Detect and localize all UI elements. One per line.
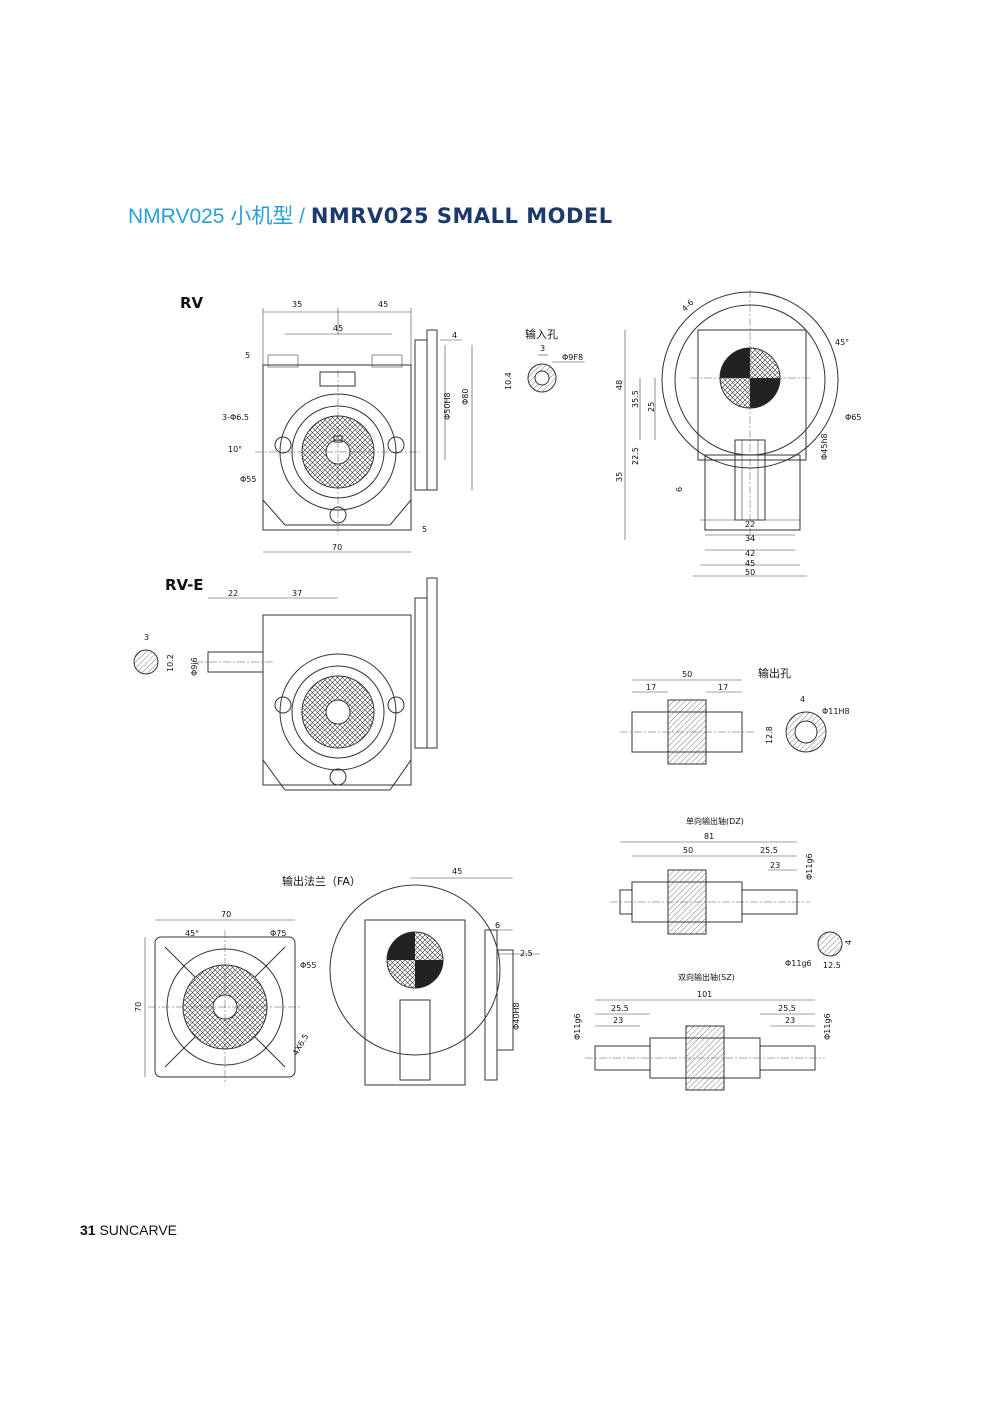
dim-oh-12-8: 12.8 xyxy=(765,726,774,744)
dim-rve-22: 22 xyxy=(228,589,238,598)
dim-oh-d11: Φ11H8 xyxy=(822,707,850,716)
dim-fa-d40: Φ40H8 xyxy=(512,1002,521,1030)
dim-dz-23: 23 xyxy=(770,861,780,870)
dim-oh-17a: 17 xyxy=(646,683,656,692)
dim-dz-d11b: Φ11g6 xyxy=(785,959,812,968)
dim-fa-4x6: 4X6.5 xyxy=(291,1032,310,1057)
dim-side-34: 34 xyxy=(745,534,755,543)
rv-label: RV xyxy=(180,294,204,312)
dim-rv-holes: 3-Φ6.5 xyxy=(222,413,249,422)
dim-side-22: 22 xyxy=(745,520,755,529)
sz-shaft-view: 双向输出轴(SZ) 101 25.5 23 25.5 23 Φ11g6 Φ11g… xyxy=(573,972,832,1091)
fa-flange-view: 输出法兰（FA） 70 45° Φ75 Φ55 70 4X6.5 45 6 2.… xyxy=(134,867,540,1086)
rve-label: RV-E xyxy=(165,576,204,594)
title-en: NMRV025 SMALL MODEL xyxy=(310,204,613,228)
dim-sz-23a: 23 xyxy=(613,1016,623,1025)
dim-rv-d55: Φ55 xyxy=(240,475,256,484)
dim-rv-5b: 5 xyxy=(422,525,427,534)
dim-side-45deg: 45° xyxy=(835,338,849,347)
side-view: 4-6 45° 48 35.5 25 22.5 35 6 Φ65 Φ45h8 2… xyxy=(615,290,861,577)
dim-fa-45: 45 xyxy=(452,867,462,876)
dim-side-d45: Φ45h8 xyxy=(820,433,829,460)
dz-label: 单向输出轴(DZ) xyxy=(686,816,744,826)
dim-fa-6: 6 xyxy=(495,921,500,930)
dim-oh-50: 50 xyxy=(682,670,692,679)
dim-rve-10-2: 10.2 xyxy=(166,654,175,672)
dim-side-42: 42 xyxy=(745,549,755,558)
dim-side-4-6: 4-6 xyxy=(680,298,696,314)
dim-rv-35: 35 xyxy=(292,300,302,309)
dim-dz-12-5: 12.5 xyxy=(823,961,841,970)
dim-fa-d55: Φ55 xyxy=(300,961,316,970)
title-cn: NMRV025 小机型 / xyxy=(128,205,311,228)
rve-view: RV-E 22 37 3 10.2 Φ9j6 xyxy=(133,576,438,791)
dim-side-48: 48 xyxy=(615,380,624,390)
dim-side-45: 45 xyxy=(745,559,755,568)
dim-input-d9: Φ9F8 xyxy=(562,353,583,362)
sz-label: 双向输出轴(SZ) xyxy=(678,972,735,982)
fa-label: 输出法兰（FA） xyxy=(282,874,361,888)
dim-dz-81: 81 xyxy=(704,832,714,841)
page-title: NMRV025 小机型 / NMRV025 SMALL MODEL xyxy=(128,200,613,230)
dim-fa-d75: Φ75 xyxy=(270,929,286,938)
dim-rv-angle: 10° xyxy=(228,445,242,454)
dim-input-10: 10.4 xyxy=(504,372,513,390)
page-footer: 31 SUNCARVE xyxy=(80,1222,177,1238)
output-hole-label: 输出孔 xyxy=(758,666,791,680)
dim-side-35: 35 xyxy=(615,472,624,482)
dim-rv-45a: 45 xyxy=(378,300,388,309)
dim-rv-70: 70 xyxy=(332,543,342,552)
dim-side-6: 6 xyxy=(675,487,684,492)
dim-rve-3: 3 xyxy=(144,633,149,642)
dim-rv-5a: 5 xyxy=(245,351,250,360)
dim-rve-37: 37 xyxy=(292,589,302,598)
dim-dz-50: 50 xyxy=(683,846,693,855)
dim-fa-45deg: 45° xyxy=(185,929,199,938)
dz-shaft-view: 单向输出轴(DZ) 81 50 25.5 23 Φ11g6 Φ11g6 4 12… xyxy=(610,816,853,970)
dim-side-50: 50 xyxy=(745,568,755,577)
page-number: 31 xyxy=(80,1222,96,1238)
dim-rv-d50: Φ50H8 xyxy=(443,392,452,420)
dim-rv-d80: Φ80 xyxy=(461,389,470,405)
dim-sz-d11b: Φ11g6 xyxy=(823,1013,832,1040)
dim-fa-2-5: 2.5 xyxy=(520,949,533,958)
dim-dz-25-5: 25.5 xyxy=(760,846,778,855)
dim-sz-23b: 23 xyxy=(785,1016,795,1025)
dim-sz-25-5b: 25.5 xyxy=(778,1004,796,1013)
dim-oh-17b: 17 xyxy=(718,683,728,692)
input-hole-label: 输入孔 xyxy=(525,327,558,341)
dim-side-25: 25 xyxy=(647,402,656,412)
dim-side-22-5: 22.5 xyxy=(631,447,640,465)
dim-rve-d9: Φ9j6 xyxy=(190,657,199,676)
dim-dz-4: 4 xyxy=(844,940,853,945)
dim-side-35-5: 35.5 xyxy=(631,390,640,408)
dim-side-d65: Φ65 xyxy=(845,413,861,422)
rv-front-view: RV 35 45 45 4 5 3-Φ6.5 10° Φ xyxy=(180,294,585,553)
dim-sz-25-5a: 25.5 xyxy=(611,1004,629,1013)
dim-oh-4: 4 xyxy=(800,695,805,704)
dim-dz-d11a: Φ11g6 xyxy=(805,853,814,880)
brand-name: SUNCARVE xyxy=(99,1222,178,1238)
dim-input-3: 3 xyxy=(540,344,545,353)
dim-rv-45b: 45 xyxy=(333,324,343,333)
output-hole-view: 输出孔 50 17 17 4 Φ11H8 12.8 xyxy=(620,666,850,765)
dim-rv-4: 4 xyxy=(452,331,457,340)
dim-fa-70b: 70 xyxy=(134,1002,143,1012)
dim-sz-101: 101 xyxy=(697,990,712,999)
dim-fa-70a: 70 xyxy=(221,910,231,919)
dim-sz-d11a: Φ11g6 xyxy=(573,1013,582,1040)
